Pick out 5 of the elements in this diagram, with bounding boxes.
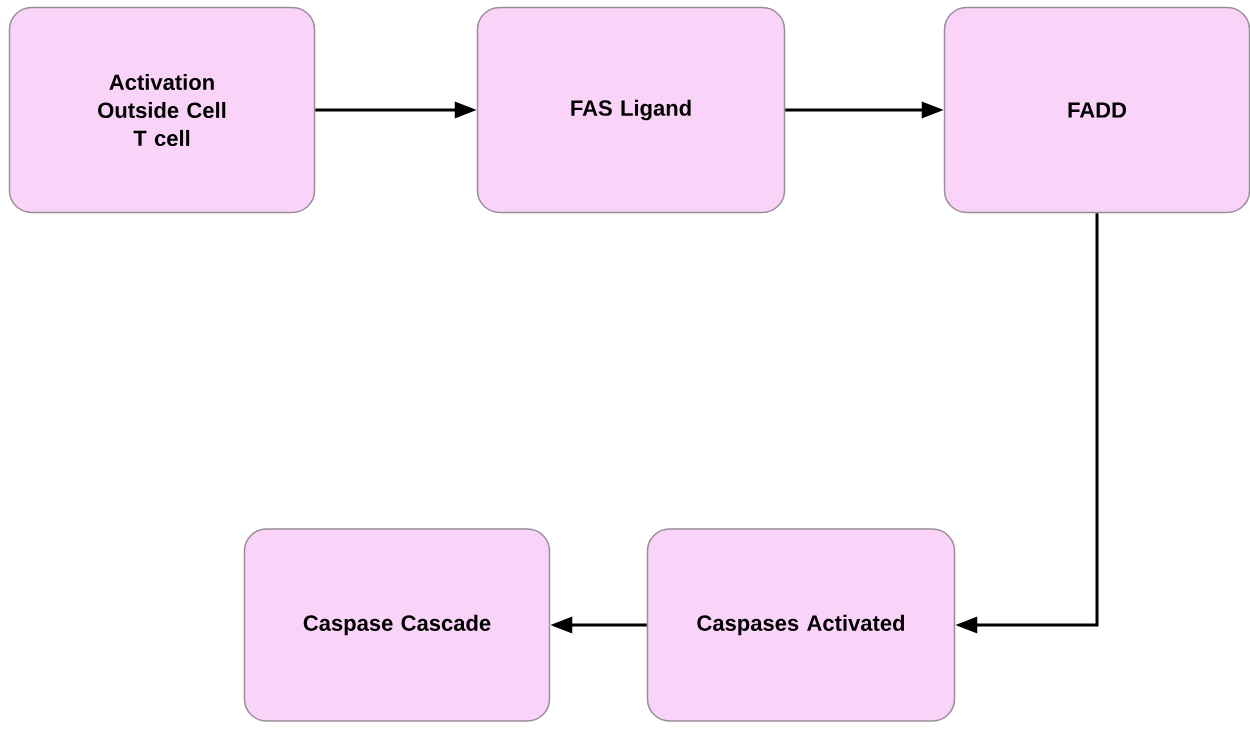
process-box: FAS Ligand bbox=[476, 6, 786, 214]
process-box: Activation Outside Cell T cell bbox=[8, 6, 316, 214]
process-box: FADD bbox=[943, 6, 1250, 214]
process-box: Caspase Cascade bbox=[243, 528, 551, 722]
process-box: Caspases Activated bbox=[646, 528, 956, 722]
